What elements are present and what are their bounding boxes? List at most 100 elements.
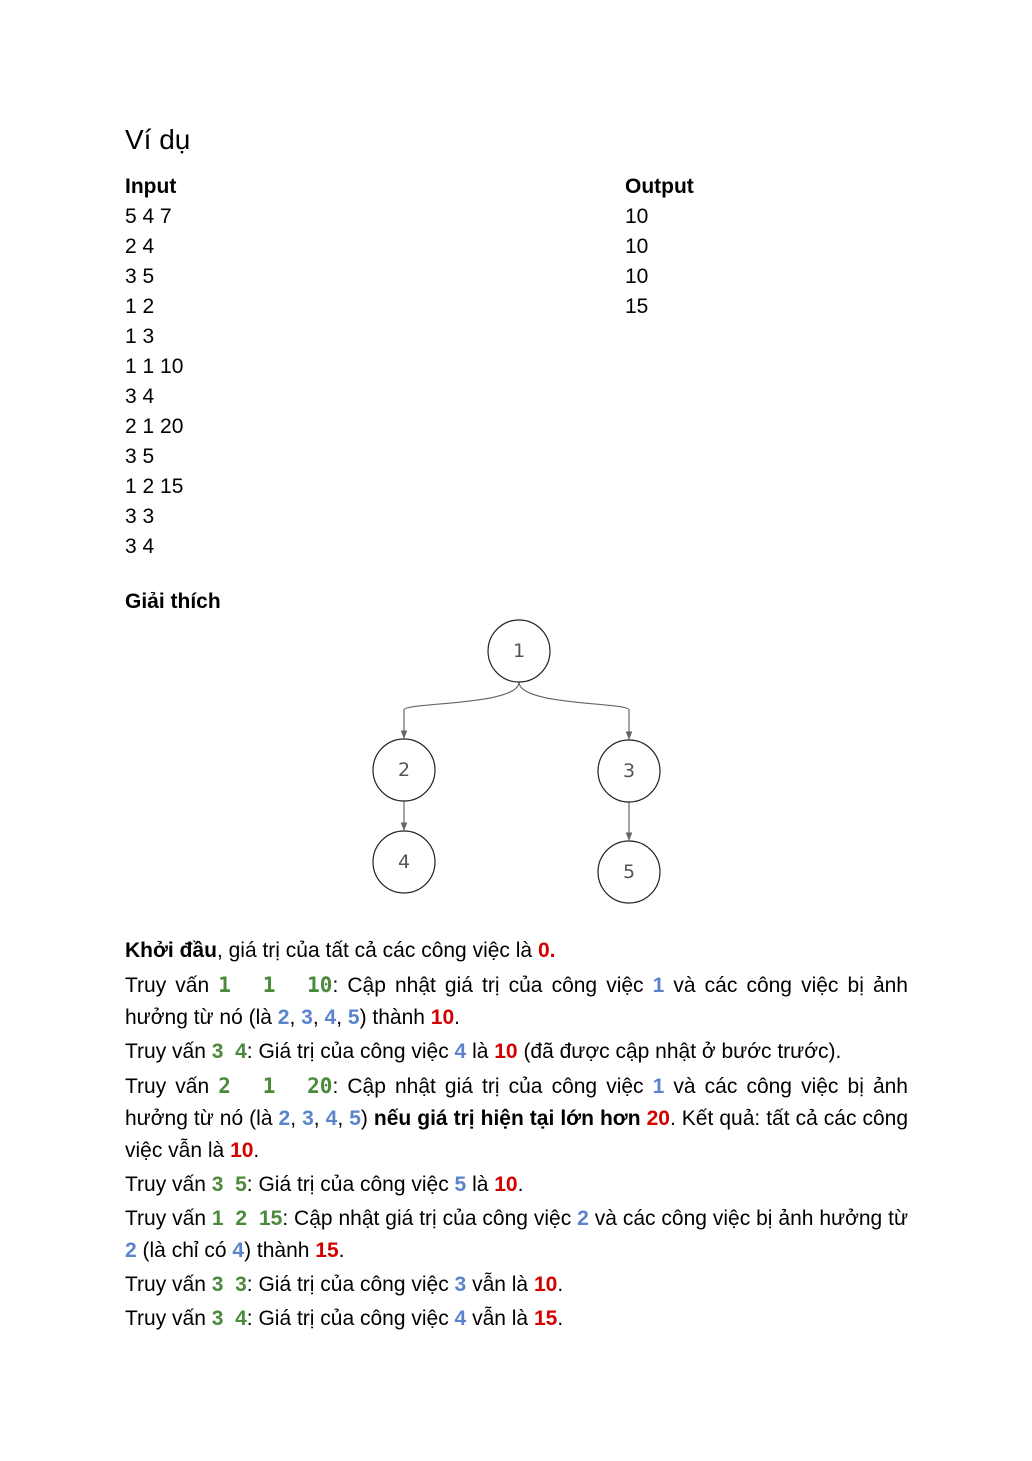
output-column: Output 10 10 10 15 (625, 172, 694, 322)
job-id: 2 (577, 1207, 589, 1230)
text: : Giá trị của công việc (246, 1173, 455, 1196)
text: Truy vấn (125, 1207, 212, 1230)
job-id: 5 (454, 1173, 467, 1196)
query-text: 3 3 (211, 1273, 247, 1296)
output-line: 15 (625, 295, 649, 318)
text: ) thành (244, 1239, 316, 1262)
text: Truy vấn (125, 1040, 212, 1063)
tree-node-label: 2 (398, 759, 410, 781)
text: (là chỉ có (136, 1239, 233, 1262)
explanation-paragraph: Truy vấn 3 5: Giá trị của công việc 5 là… (125, 1169, 908, 1201)
job-tree-diagram: 1 2 3 4 5 (372, 619, 661, 904)
text: : Cập nhật giá trị của công việc (282, 1207, 578, 1230)
value-text: 10 (230, 1139, 254, 1162)
input-line: 1 1 10 (125, 355, 184, 378)
explanation-paragraph: Truy vấn 2 1 20: Cập nhật giá trị của cô… (125, 1070, 908, 1167)
input-line: 3 5 (125, 265, 155, 288)
output-label: Output (625, 175, 694, 198)
text: Truy vấn (125, 1307, 212, 1330)
text: và các công việc bị ảnh hưởng từ nó (là (125, 1075, 908, 1130)
input-line: 3 4 (125, 385, 155, 408)
query-text: 1 2 15 (211, 1207, 283, 1230)
text: : Giá trị của công việc (246, 1273, 455, 1296)
input-line: 3 4 (125, 535, 155, 558)
job-id: 3 (302, 1107, 314, 1130)
tree-node-label: 4 (398, 851, 410, 873)
job-id: 3 (454, 1273, 467, 1296)
input-line: 1 2 15 (125, 475, 184, 498)
text: : Cập nhật giá trị của công việc (332, 1075, 653, 1098)
explanation-paragraph: Truy vấn 1 1 10: Cập nhật giá trị của cô… (125, 969, 908, 1034)
text: Truy vấn (125, 1075, 219, 1098)
output-line: 10 (625, 265, 649, 288)
text: , (289, 1006, 302, 1029)
text: vẫn là (466, 1307, 534, 1330)
value-text: 10 (430, 1006, 455, 1029)
tree-node-label: 1 (513, 640, 525, 662)
emphasis-text: Khởi đầu (125, 939, 217, 962)
text: . Kết quả: tất cả các công việc vẫn là (125, 1107, 909, 1162)
text: . (454, 1006, 460, 1029)
output-line: 10 (625, 205, 649, 228)
value-text: 20 (646, 1107, 670, 1130)
input-line: 1 3 (125, 325, 155, 348)
job-id: 2 (125, 1239, 137, 1262)
query-text: 2 1 20 (218, 1074, 333, 1098)
text: , (312, 1006, 325, 1029)
emphasis-text: nếu giá trị hiện tại lớn hơn (373, 1107, 641, 1130)
job-id: 2 (277, 1006, 290, 1029)
query-text: 3 5 (211, 1173, 247, 1196)
value-text: 15 (533, 1307, 558, 1330)
input-line: 2 1 20 (125, 415, 184, 438)
explanation-paragraph: Truy vấn 1 2 15: Cập nhật giá trị của cô… (125, 1203, 908, 1267)
text: Truy vấn (125, 1173, 212, 1196)
job-id: 1 (652, 1075, 665, 1098)
text: . (557, 1273, 564, 1296)
job-id: 5 (349, 1107, 361, 1130)
job-id: 1 (652, 974, 665, 997)
query-text: 3 4 (211, 1040, 247, 1063)
value-text: 10 (533, 1273, 558, 1296)
text: Truy vấn (125, 974, 219, 997)
text: và các công việc bị ảnh hưởng từ nó (là (125, 974, 908, 1029)
text: Truy vấn (125, 1273, 212, 1296)
input-line: 5 4 7 (125, 205, 172, 228)
text: . (557, 1307, 564, 1330)
job-id: 4 (454, 1307, 467, 1330)
explanation-paragraph: Truy vấn 3 3: Giá trị của công việc 3 vẫ… (125, 1269, 908, 1301)
value-text: 10 (494, 1040, 518, 1063)
input-label: Input (125, 175, 177, 198)
text: , (337, 1107, 350, 1130)
tree-node-4: 4 (372, 830, 436, 894)
job-id: 4 (232, 1239, 245, 1262)
job-id: 2 (278, 1107, 291, 1130)
edge-1-3 (518, 681, 633, 740)
explanation-title: Giải thích (125, 590, 221, 613)
tree-node-5: 5 (597, 840, 661, 904)
edge-1-2 (400, 681, 520, 739)
text: ) thành (359, 1006, 431, 1029)
text: . (253, 1139, 260, 1162)
input-line: 2 4 (125, 235, 155, 258)
text: , giá trị của tất cả các công việc là (216, 939, 538, 962)
value-text: 10 (494, 1173, 518, 1196)
text: . (517, 1173, 524, 1196)
text: : Giá trị của công việc (246, 1040, 455, 1063)
text: . (338, 1239, 345, 1262)
input-line: 3 3 (125, 505, 155, 528)
input-line: 1 2 (125, 295, 155, 318)
text: ) (360, 1107, 374, 1130)
job-id: 4 (454, 1040, 467, 1063)
job-id: 5 (347, 1006, 360, 1029)
text: , (313, 1107, 326, 1130)
tree-node-3: 3 (597, 739, 661, 803)
explanation-paragraph: Khởi đầu, giá trị của tất cả các công vi… (125, 935, 908, 967)
job-id: 3 (301, 1006, 313, 1029)
page-heading: Ví dụ (125, 124, 191, 155)
query-text: 1 1 10 (218, 973, 333, 997)
text: (đã được cập nhật ở bước trước). (517, 1040, 842, 1063)
query-text: 3 4 (211, 1307, 247, 1330)
text: và các công việc bị ảnh hưởng từ (588, 1207, 909, 1230)
explanation-body: Khởi đầu, giá trị của tất cả các công vi… (125, 935, 908, 1337)
